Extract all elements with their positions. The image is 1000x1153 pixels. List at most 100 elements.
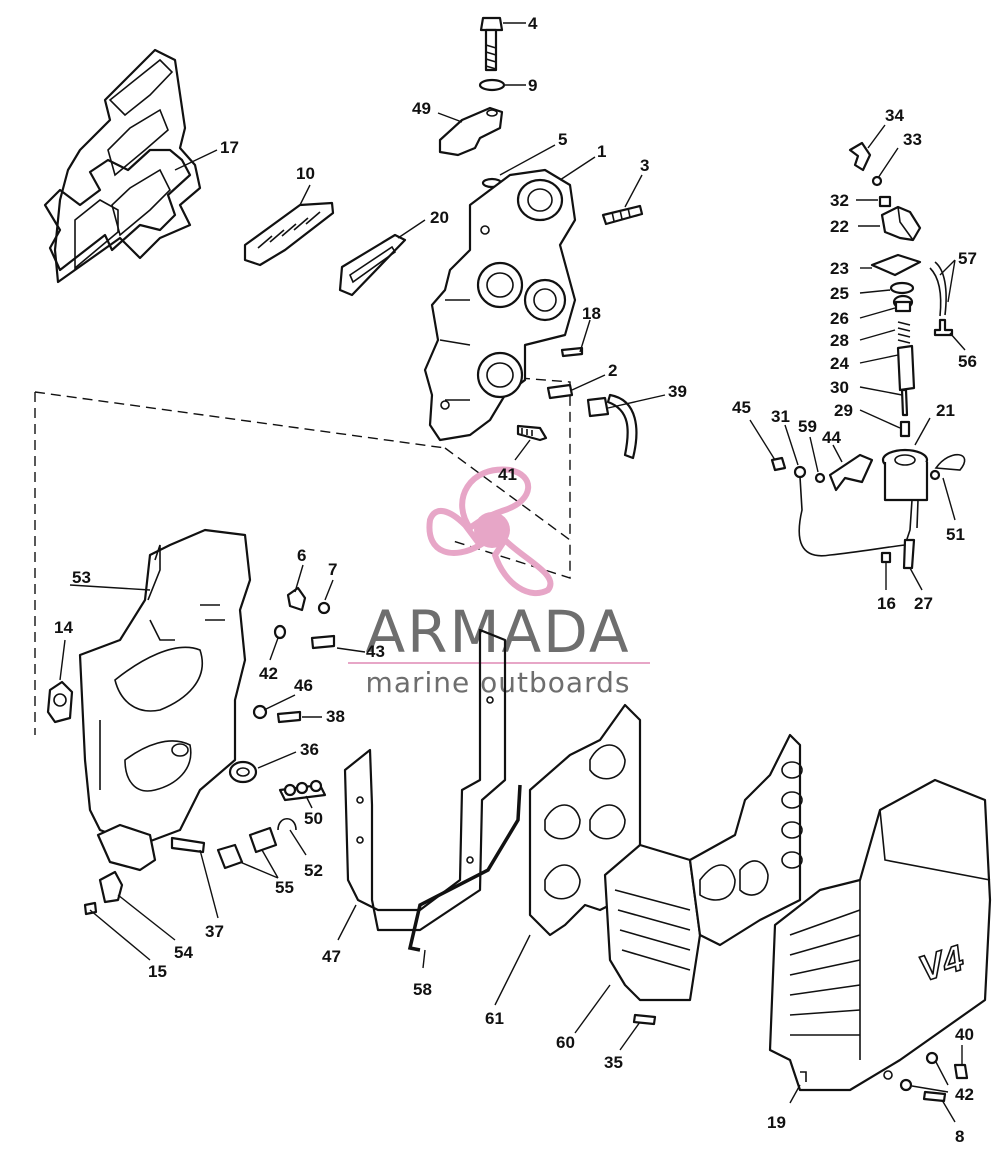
connector-27 [902, 538, 916, 570]
silencer-19 [768, 778, 992, 1092]
callout-41: 41 [498, 465, 517, 484]
clip-51 [929, 453, 966, 481]
bracket-44 [828, 453, 874, 492]
washer-42a [273, 624, 287, 640]
callout-33: 33 [903, 130, 922, 149]
callout-4: 4 [528, 14, 538, 33]
bypass-cover-53 [78, 528, 252, 847]
callout-19: 19 [767, 1113, 786, 1132]
callout-6: 6 [297, 546, 306, 565]
callout-17: 17 [220, 138, 239, 157]
callout-23: 23 [830, 259, 849, 278]
callout-34: 34 [885, 106, 904, 125]
leader-lines [59, 22, 966, 1123]
screw-38 [276, 710, 302, 724]
manifold-50 [278, 779, 327, 802]
callout-46: 46 [294, 676, 313, 695]
fitting-2 [546, 383, 574, 400]
bolt-4 [479, 16, 504, 72]
callout-3: 3 [640, 156, 649, 175]
callout-9: 9 [528, 76, 537, 95]
callout-47: 47 [322, 947, 341, 966]
callout-38: 38 [326, 707, 345, 726]
cap-14 [46, 680, 74, 724]
gasket-47 [343, 628, 507, 932]
callout-16: 16 [877, 594, 896, 613]
bracket-49 [438, 106, 504, 157]
washer-42c [899, 1078, 913, 1092]
callout-7: 7 [328, 560, 337, 579]
hose-39 [586, 393, 638, 460]
callout-61: 61 [485, 1009, 504, 1028]
callout-56: 56 [958, 352, 977, 371]
clip-52 [277, 817, 297, 831]
gasket-23 [870, 253, 922, 277]
callout-25: 25 [830, 284, 849, 303]
armada-logo [426, 466, 554, 597]
gasket-17 [43, 48, 202, 284]
watermark-tagline: marine outboards [366, 666, 631, 699]
callout-32: 32 [830, 191, 849, 210]
pin-30 [900, 388, 909, 417]
callout-29: 29 [834, 401, 853, 420]
clip-6 [286, 586, 307, 612]
callout-27: 27 [914, 594, 933, 613]
screw-37 [170, 836, 206, 854]
callout-22: 22 [830, 217, 849, 236]
bracket-54 [98, 870, 124, 904]
spring-28 [897, 321, 911, 344]
reed-plate-60 [603, 733, 803, 1002]
callout-50: 50 [304, 809, 323, 828]
callout-45: 45 [732, 398, 751, 417]
solenoid-21 [881, 448, 929, 546]
callout-55: 55 [275, 878, 294, 897]
washer-46 [252, 704, 268, 720]
hose-57 [929, 261, 947, 317]
cover-22 [880, 205, 922, 242]
reed-block-10 [243, 201, 335, 267]
wire-31 [793, 465, 906, 557]
callout-24: 24 [830, 354, 849, 373]
callout-52: 52 [304, 861, 323, 880]
callout-20: 20 [430, 208, 449, 227]
callout-36: 36 [300, 740, 319, 759]
callout-30: 30 [830, 378, 849, 397]
callout-60: 60 [556, 1033, 575, 1052]
screw-35 [632, 1013, 657, 1026]
screw-32 [878, 195, 892, 208]
callout-28: 28 [830, 331, 849, 350]
callout-15: 15 [148, 962, 167, 981]
callout-39: 39 [668, 382, 687, 401]
callout-51: 51 [946, 525, 965, 544]
callout-43: 43 [366, 642, 385, 661]
callout-5: 5 [558, 130, 567, 149]
grommet-36 [228, 760, 258, 784]
bracket-lower [96, 823, 157, 872]
screw-45 [770, 456, 787, 472]
callout-53: 53 [72, 568, 91, 587]
stud-3 [601, 204, 644, 226]
plunger-26 [892, 294, 914, 313]
hoses-55 [216, 826, 278, 870]
callout-35: 35 [604, 1053, 623, 1072]
cylinder-block-1 [423, 168, 577, 442]
callout-31: 31 [771, 407, 790, 426]
fitting-34 [848, 141, 872, 172]
tee-56 [933, 318, 954, 337]
screw-40 [953, 1063, 969, 1080]
screw-8 [922, 1090, 947, 1103]
callout-40: 40 [955, 1025, 974, 1044]
callout-58: 58 [413, 980, 432, 999]
callout-18: 18 [582, 304, 601, 323]
callout-42a: 42 [259, 664, 278, 683]
screw-18 [560, 346, 584, 358]
washer-42b [925, 1051, 939, 1065]
callout-49: 49 [412, 99, 431, 118]
seal-58 [407, 784, 522, 952]
callout-26: 26 [830, 309, 849, 328]
callout-10: 10 [296, 164, 315, 183]
callout-14: 14 [54, 618, 73, 637]
screw-41 [516, 424, 548, 442]
callout-37: 37 [205, 922, 224, 941]
